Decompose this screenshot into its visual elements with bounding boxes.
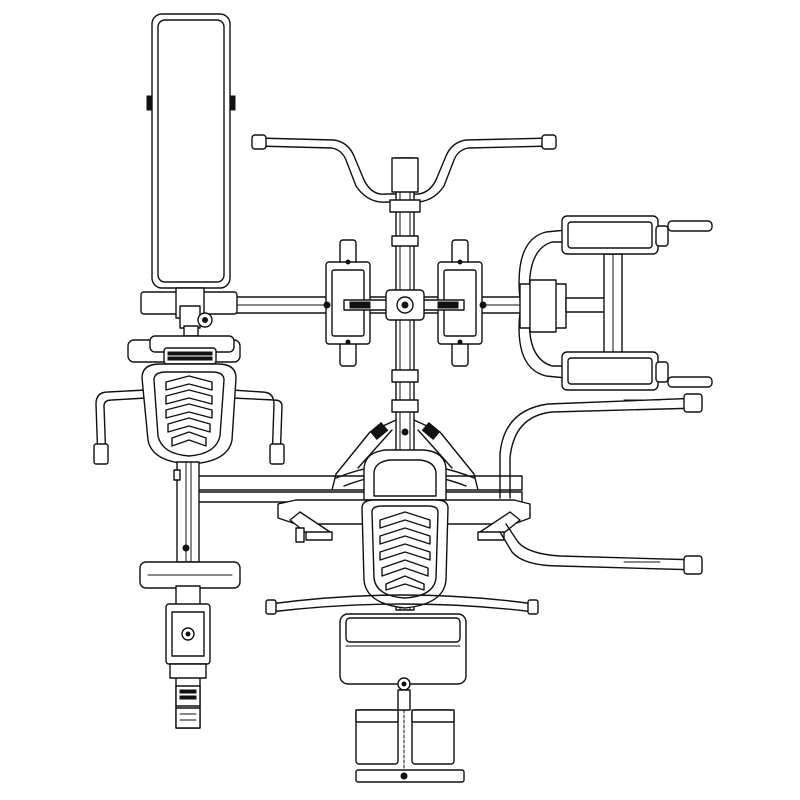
pulley-cable-harness bbox=[331, 419, 479, 491]
left-handle-arms bbox=[93, 389, 285, 465]
backrest-bracket bbox=[140, 287, 238, 337]
left-lower-mechanism bbox=[165, 585, 211, 729]
preacher-seat-pad bbox=[141, 363, 237, 465]
left-foot-pad bbox=[139, 561, 241, 589]
central-hub-rod bbox=[323, 289, 487, 321]
right-leg-developer bbox=[518, 229, 623, 379]
central-seat-pad bbox=[361, 499, 449, 609]
right-upper-roller-pad bbox=[561, 215, 713, 255]
right-lower-roller-pad bbox=[561, 351, 713, 391]
leg-roller-bar bbox=[265, 594, 539, 615]
backrest-pad bbox=[146, 13, 236, 289]
bottom-seat-pad bbox=[339, 613, 467, 685]
central-seat-back bbox=[363, 449, 447, 501]
lower-cross-rails bbox=[191, 475, 523, 503]
left-seat-post bbox=[173, 461, 200, 563]
seat-bracket bbox=[127, 335, 241, 365]
right-press-arms bbox=[499, 393, 703, 575]
bottom-chain-and-buckets bbox=[355, 677, 465, 783]
